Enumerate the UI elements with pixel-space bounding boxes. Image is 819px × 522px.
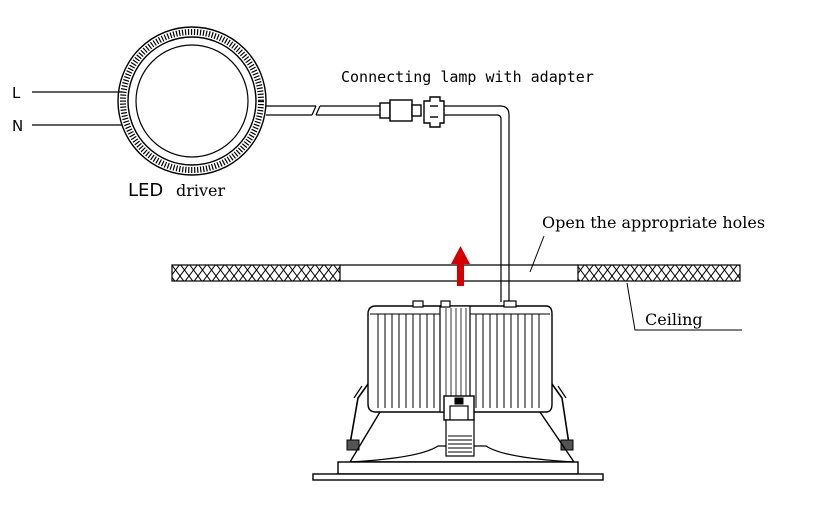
input-wires	[32, 91, 122, 126]
ceiling-label: Ceiling	[645, 310, 703, 329]
led-driver	[117, 26, 267, 176]
terminal-threads	[448, 435, 472, 453]
heatsink-tab-left	[412, 300, 424, 308]
ceiling-board	[171, 264, 741, 282]
driver-output-cable	[266, 105, 380, 116]
driver-outer-ring	[117, 26, 267, 176]
male-connector	[379, 99, 422, 122]
driver-label-led: LED	[128, 180, 163, 201]
insert-arrow-icon	[451, 246, 470, 286]
heatsink-tab-right	[503, 300, 517, 308]
lamp-cable	[444, 105, 510, 302]
lamp-flange	[312, 473, 604, 481]
lamp-trim-step	[337, 461, 579, 475]
spring-clip-right	[551, 383, 570, 445]
driver-knurl	[120, 29, 264, 173]
ceiling-right-section	[577, 264, 741, 282]
channel-wires	[445, 308, 467, 400]
driver-label-word: driver	[176, 181, 226, 200]
label-l: L	[12, 84, 21, 102]
driver-face	[135, 44, 249, 158]
downlight-lamp	[312, 300, 604, 481]
label-n: N	[12, 117, 23, 135]
heatsink-tab-mid	[440, 300, 451, 308]
holes-leader	[529, 235, 545, 273]
spring-clip-left	[349, 383, 369, 445]
ceiling-leader	[626, 282, 742, 331]
driver-body	[127, 36, 257, 166]
lamp-terminal-stem	[445, 419, 475, 457]
ceiling-left-section	[171, 264, 341, 282]
holes-label: Open the appropriate holes	[542, 213, 765, 232]
heatsink-fins	[377, 314, 540, 408]
connector-label: Connecting lamp with adapter	[341, 68, 594, 86]
clip-hinge-left	[346, 439, 360, 451]
clip-hinge-right	[560, 439, 574, 451]
female-connector	[423, 96, 445, 128]
